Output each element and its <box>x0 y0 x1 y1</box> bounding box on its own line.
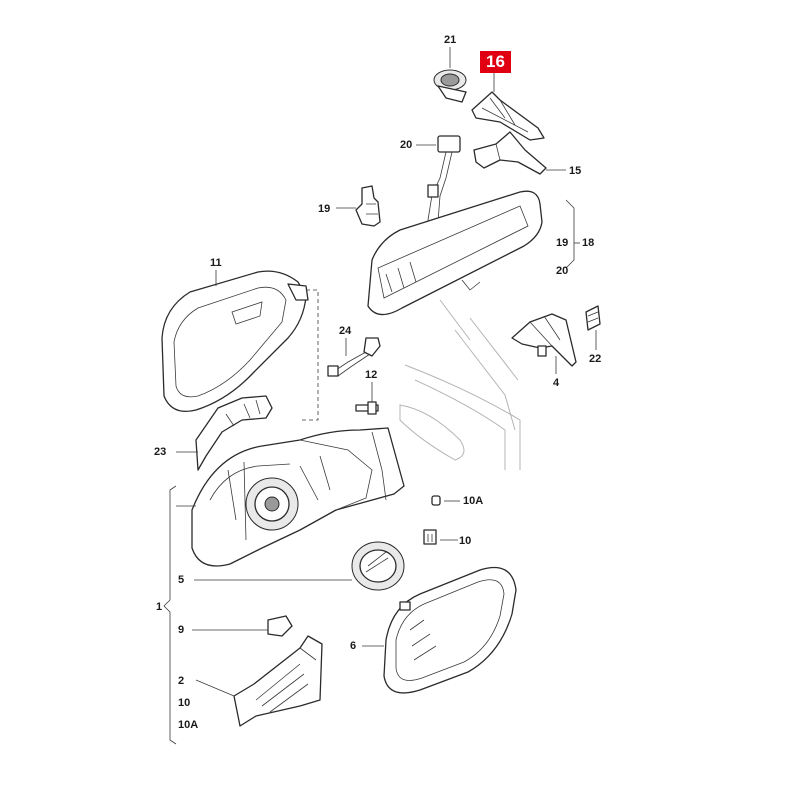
part-1-mirror-base <box>176 427 405 567</box>
callout-15: 15 <box>569 165 582 177</box>
part-12-screw <box>355 382 379 415</box>
part-23-trim-bracket <box>176 395 273 471</box>
part-2-lower-cover <box>195 635 323 727</box>
callout-10-left: 10 <box>178 697 191 709</box>
part-5-motor <box>194 541 405 591</box>
part-19-clip <box>336 185 381 227</box>
callout-11: 11 <box>210 257 222 269</box>
callout-19-right: 19 <box>556 237 569 249</box>
callout-19-left: 19 <box>318 203 331 215</box>
callout-10-right: 10 <box>459 535 472 547</box>
callout-20-top: 20 <box>400 139 413 151</box>
part-21-sensor <box>433 47 467 103</box>
callout-24: 24 <box>339 325 352 337</box>
callout-4: 4 <box>553 377 560 389</box>
part-9-plug <box>192 615 293 637</box>
part-24-cable <box>327 337 381 377</box>
callout-9: 9 <box>178 624 185 636</box>
callout-20-right: 20 <box>556 265 569 277</box>
callout-23: 23 <box>154 446 167 458</box>
part-6-mirror-glass <box>362 566 517 694</box>
callout-2: 2 <box>178 675 185 687</box>
callout-18: 18 <box>582 237 595 249</box>
part-11-housing-cap <box>161 270 319 421</box>
part-10A-clip <box>431 495 460 506</box>
callout-1: 1 <box>156 601 163 613</box>
part-4-trim <box>511 313 577 374</box>
callout-5: 5 <box>178 574 185 586</box>
callout-10A-right: 10A <box>463 495 484 507</box>
part-10-clip <box>423 529 458 545</box>
part-22-clip <box>585 305 601 350</box>
group-1-bracket-line <box>163 485 177 745</box>
callout-21: 21 <box>444 34 457 46</box>
callout-12: 12 <box>365 369 378 381</box>
part-16-bracket <box>471 72 545 141</box>
callout-16-highlighted: 16 <box>480 51 511 73</box>
callout-6: 6 <box>350 640 357 652</box>
callout-10A-left: 10A <box>178 719 199 731</box>
car-body-outline <box>399 299 521 470</box>
part-15-cover <box>473 131 566 175</box>
interior-mirror <box>367 190 580 316</box>
callout-22: 22 <box>589 353 602 365</box>
